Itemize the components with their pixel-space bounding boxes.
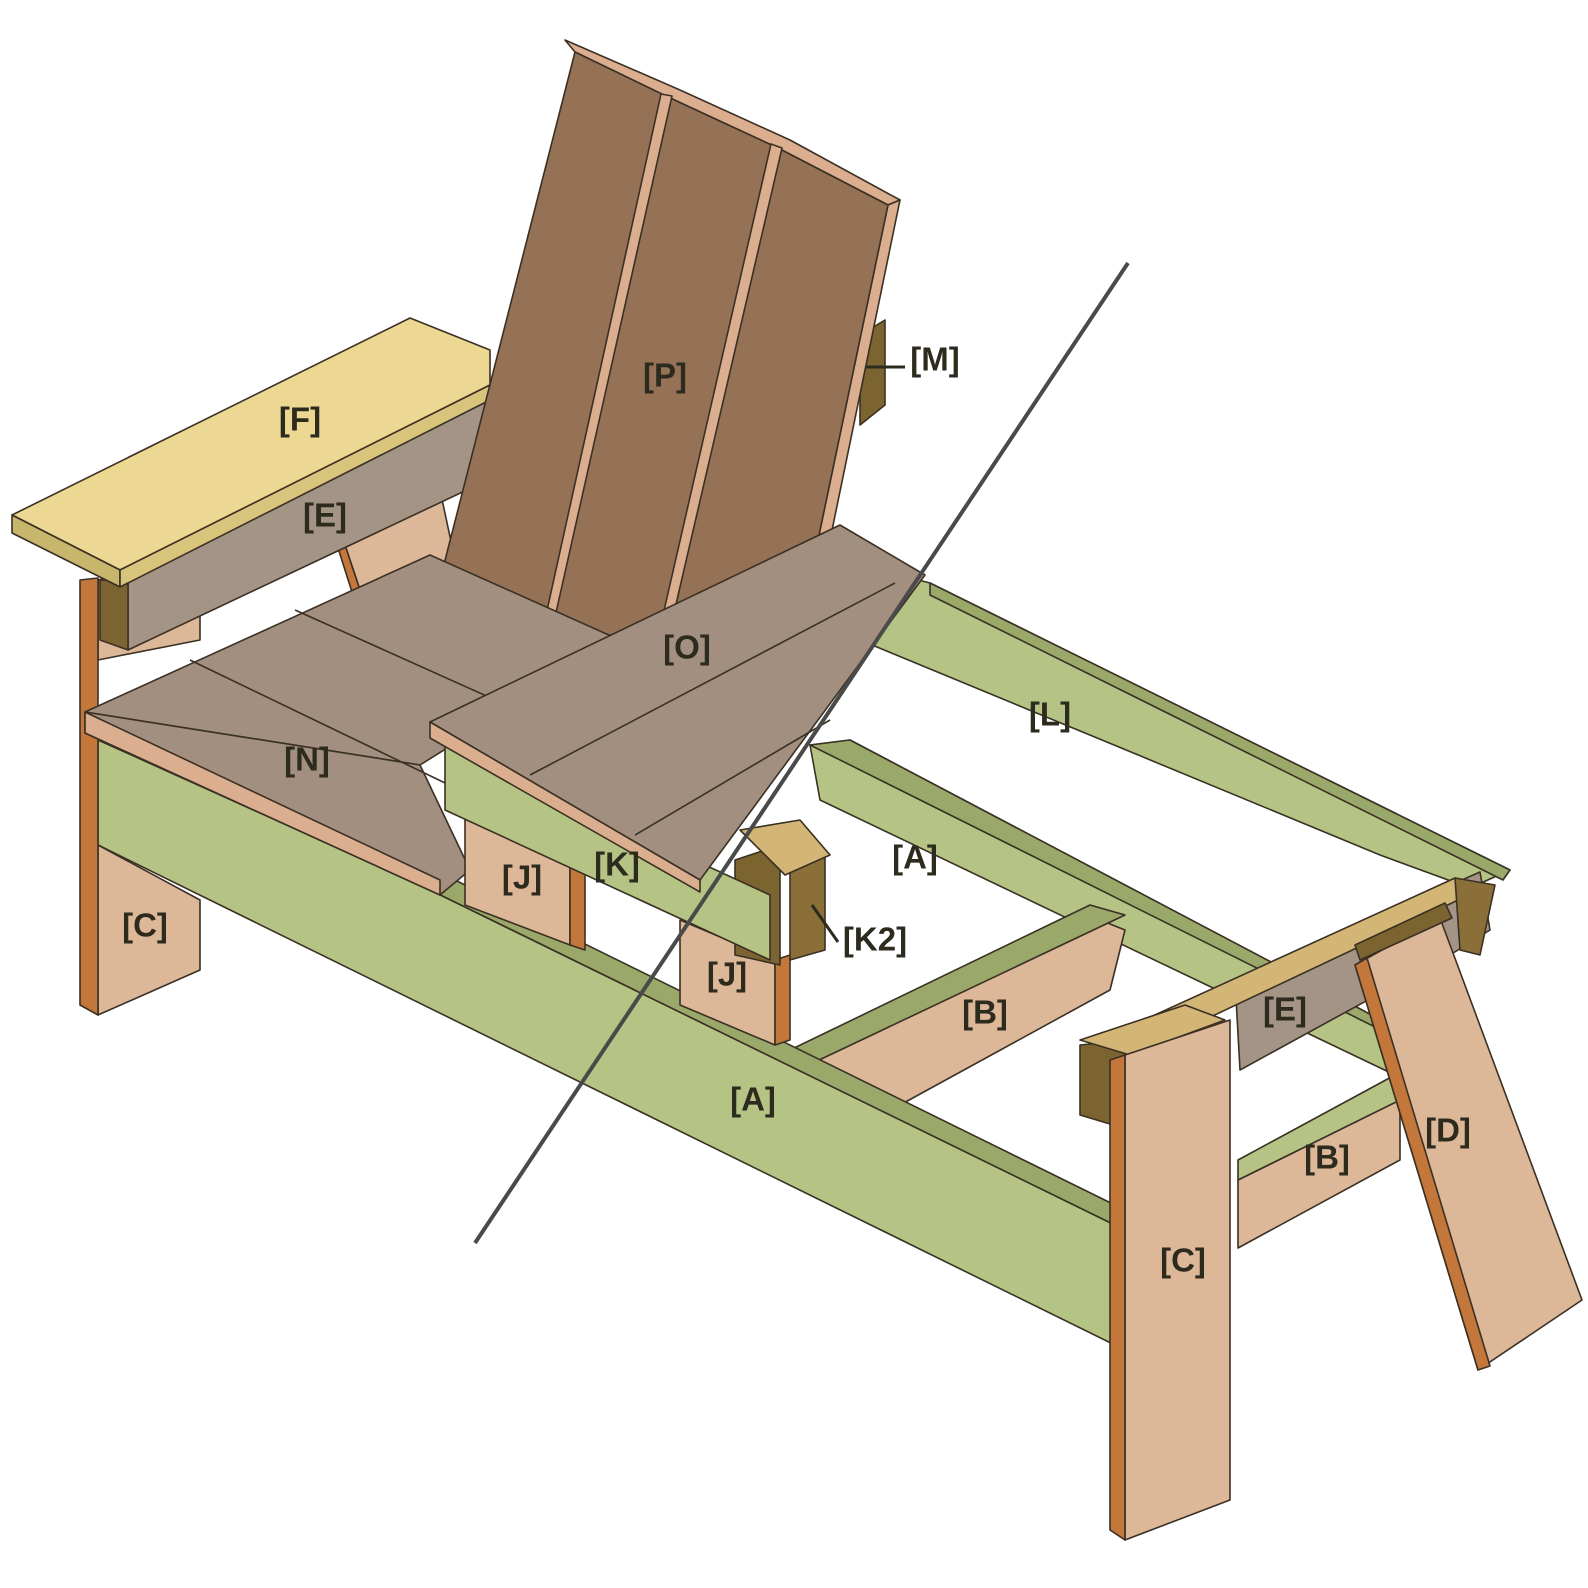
label-e-right: [E]	[1263, 991, 1307, 1028]
part-l-rail	[859, 569, 1511, 889]
label-a-outer: [A]	[730, 1081, 776, 1118]
part-d-back-leg	[1354, 902, 1583, 1371]
label-c-right: [C]	[1160, 1242, 1206, 1279]
leader-k2	[810, 904, 840, 943]
label-o: [O]	[663, 629, 711, 666]
part-f-left-arm	[11, 317, 491, 588]
label-k: [K]	[594, 846, 640, 883]
label-n: [N]	[284, 741, 330, 778]
part-o-seat	[429, 524, 926, 893]
label-j-upper: [J]	[502, 859, 542, 896]
label-l: [L]	[1029, 696, 1071, 733]
label-e-left: [E]	[303, 497, 347, 534]
label-p: [P]	[643, 357, 687, 394]
label-d: [D]	[1425, 1112, 1471, 1149]
label-c-left: [C]	[122, 907, 168, 944]
label-b-front: [B]	[962, 994, 1008, 1031]
label-a-inner: [A]	[892, 839, 938, 876]
part-c-left-leg	[79, 554, 201, 1016]
part-p-backrest	[439, 39, 901, 641]
part-b-rear-stretcher	[1237, 1074, 1401, 1249]
part-c-right-leg	[1079, 1004, 1231, 1541]
label-b-rear: [B]	[1304, 1139, 1350, 1176]
label-j-lower: [J]	[707, 956, 747, 993]
label-f: [F]	[279, 401, 321, 438]
label-k2: [K2]	[843, 921, 907, 958]
cut-line	[473, 261, 1130, 1245]
label-m: [M]	[910, 341, 959, 378]
